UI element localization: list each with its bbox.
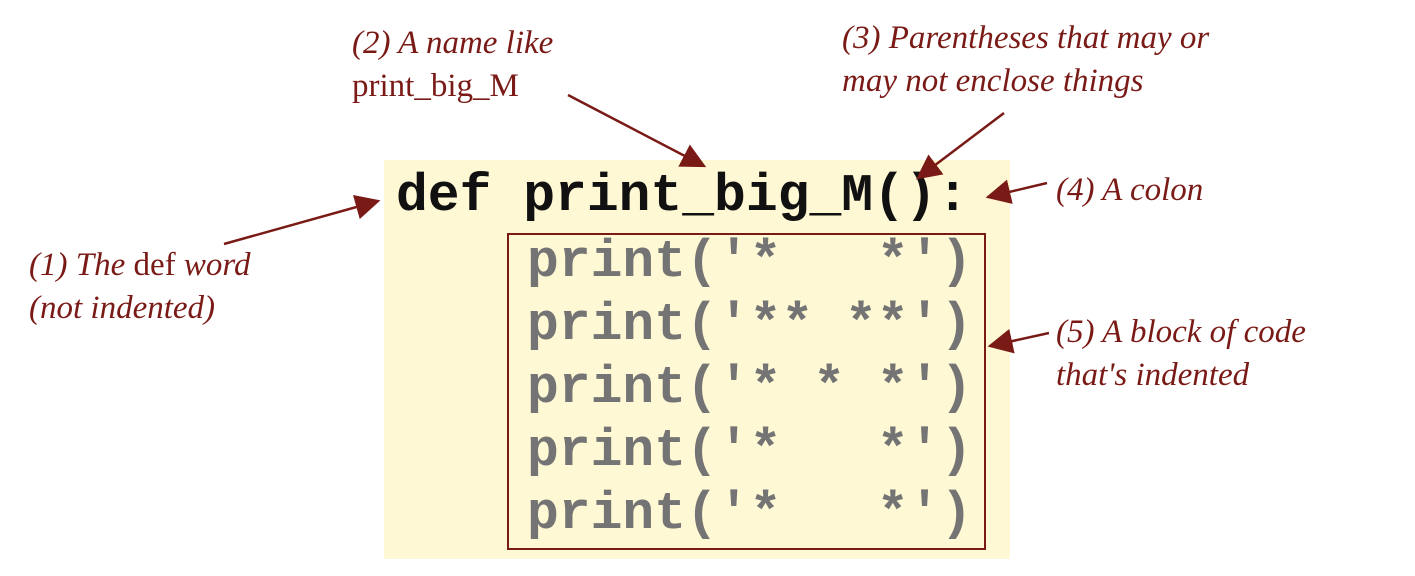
- annotation-block-line-2: that's indented: [1056, 357, 1250, 393]
- annotation-parentheses-line-1: (3) Parentheses that may or: [842, 20, 1210, 56]
- code-panel: [384, 160, 1010, 559]
- code-body-line-4: print('* *'): [527, 421, 973, 481]
- annotation-colon-line-1: (4) A colon: [1056, 172, 1204, 208]
- arrow-to-code-block: [987, 328, 1050, 354]
- arrow-to-parentheses: [916, 112, 1005, 180]
- indented-block-outline: [507, 233, 986, 550]
- annotation-def-word-line-2: (not indented): [29, 290, 216, 326]
- annotation-def-word-suffix: word: [175, 247, 251, 283]
- annotation-name-example: print_big_M: [352, 68, 519, 104]
- code-body-line-5: print('* *'): [527, 484, 973, 544]
- annotation-parentheses: (3) Parentheses that may or may not encl…: [842, 17, 1209, 103]
- code-body-line-2: print('** **'): [527, 295, 973, 355]
- annotation-def-word-prefix: (1) The: [29, 247, 134, 283]
- annotation-name: (2) A name like print_big_M: [352, 22, 553, 108]
- annotation-name-line-1: (2) A name like: [352, 25, 554, 61]
- arrow-to-colon: [985, 179, 1048, 204]
- annotation-def-word: (1) The def word (not indented): [29, 244, 251, 330]
- arrow-to-function-name: [567, 93, 707, 168]
- annotation-def-keyword: def: [133, 247, 176, 283]
- code-body-line-1: print('* *'): [527, 232, 973, 292]
- def-line: def print_big_M():: [396, 166, 969, 226]
- annotation-parentheses-line-2: may not enclose things: [842, 63, 1144, 99]
- annotation-block: (5) A block of code that's indented: [1056, 311, 1306, 397]
- arrow-to-def-keyword: [223, 195, 381, 246]
- annotation-block-line-1: (5) A block of code: [1056, 314, 1306, 350]
- code-body-line-3: print('* * *'): [527, 358, 973, 418]
- annotation-colon: (4) A colon: [1056, 169, 1203, 212]
- annotation-def-word-line-1: (1) The def word: [29, 244, 251, 287]
